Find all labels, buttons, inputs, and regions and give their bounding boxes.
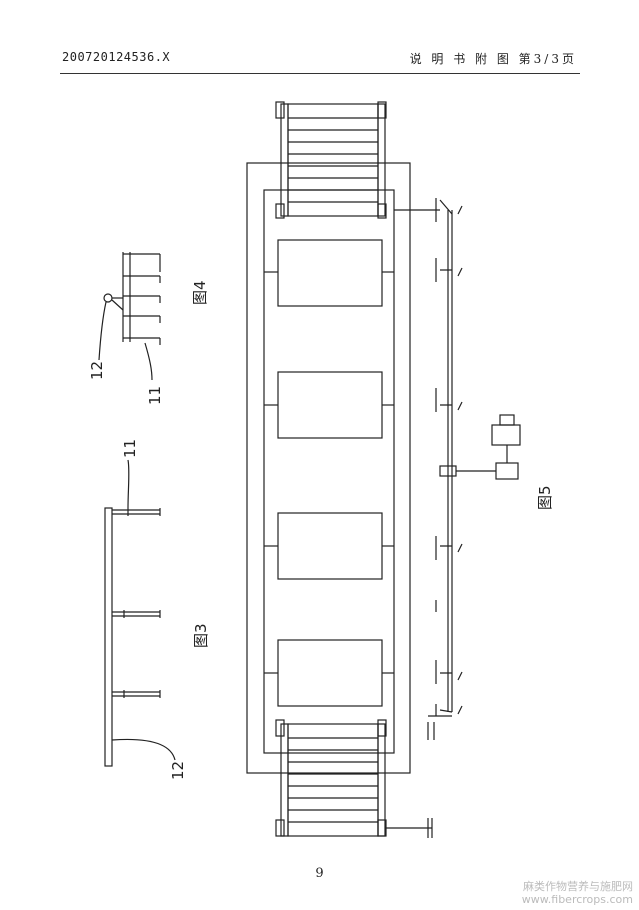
fig5-blocks xyxy=(264,239,394,707)
fig5-top-roller xyxy=(275,101,387,219)
fig3-teeth xyxy=(112,508,161,698)
page-number: 9 xyxy=(315,866,324,881)
fig5-label: 图5 xyxy=(536,485,554,510)
fig4-ref-12: 12 xyxy=(88,361,106,380)
application-number: 200720124536.X xyxy=(62,50,171,64)
section-title: 说 明 书 附 图 xyxy=(409,52,512,66)
fig4-pivot-circle xyxy=(103,293,113,303)
fig5-drive-shaft xyxy=(385,198,521,838)
fig3-frame-bar xyxy=(104,507,113,767)
watermark: 麻类作物营养与施肥网 www.fibercrops.com xyxy=(522,880,633,906)
fig4-teeth xyxy=(123,252,161,345)
figure-4: 12 11 图4 xyxy=(88,252,209,405)
fig5-outer-frame xyxy=(246,162,411,774)
figure-3: 11 12 图3 xyxy=(104,439,210,780)
fig5-bottom-roller xyxy=(275,719,387,837)
fig5-inner-frame xyxy=(263,189,395,754)
fig4-label: 图4 xyxy=(191,280,209,305)
fig4-ref-11: 11 xyxy=(146,386,164,405)
page-header-title: 说 明 书 附 图 第3/3页 xyxy=(410,50,577,67)
page-indicator: 第3/3页 xyxy=(518,52,577,66)
fig3-ref-12: 12 xyxy=(169,761,187,780)
watermark-line-1: 麻类作物营养与施肥网 xyxy=(523,880,633,893)
fig4-leader-11 xyxy=(144,342,153,381)
fig4-leader-12 xyxy=(98,301,107,361)
fig3-ref-11: 11 xyxy=(121,439,139,458)
fig3-label: 图3 xyxy=(192,623,210,648)
header-rule xyxy=(60,73,580,74)
watermark-line-2: www.fibercrops.com xyxy=(521,893,633,906)
fig3-leader-11 xyxy=(127,459,130,509)
fig3-leader-12 xyxy=(111,738,176,761)
figure-5: 图5 xyxy=(246,101,554,838)
